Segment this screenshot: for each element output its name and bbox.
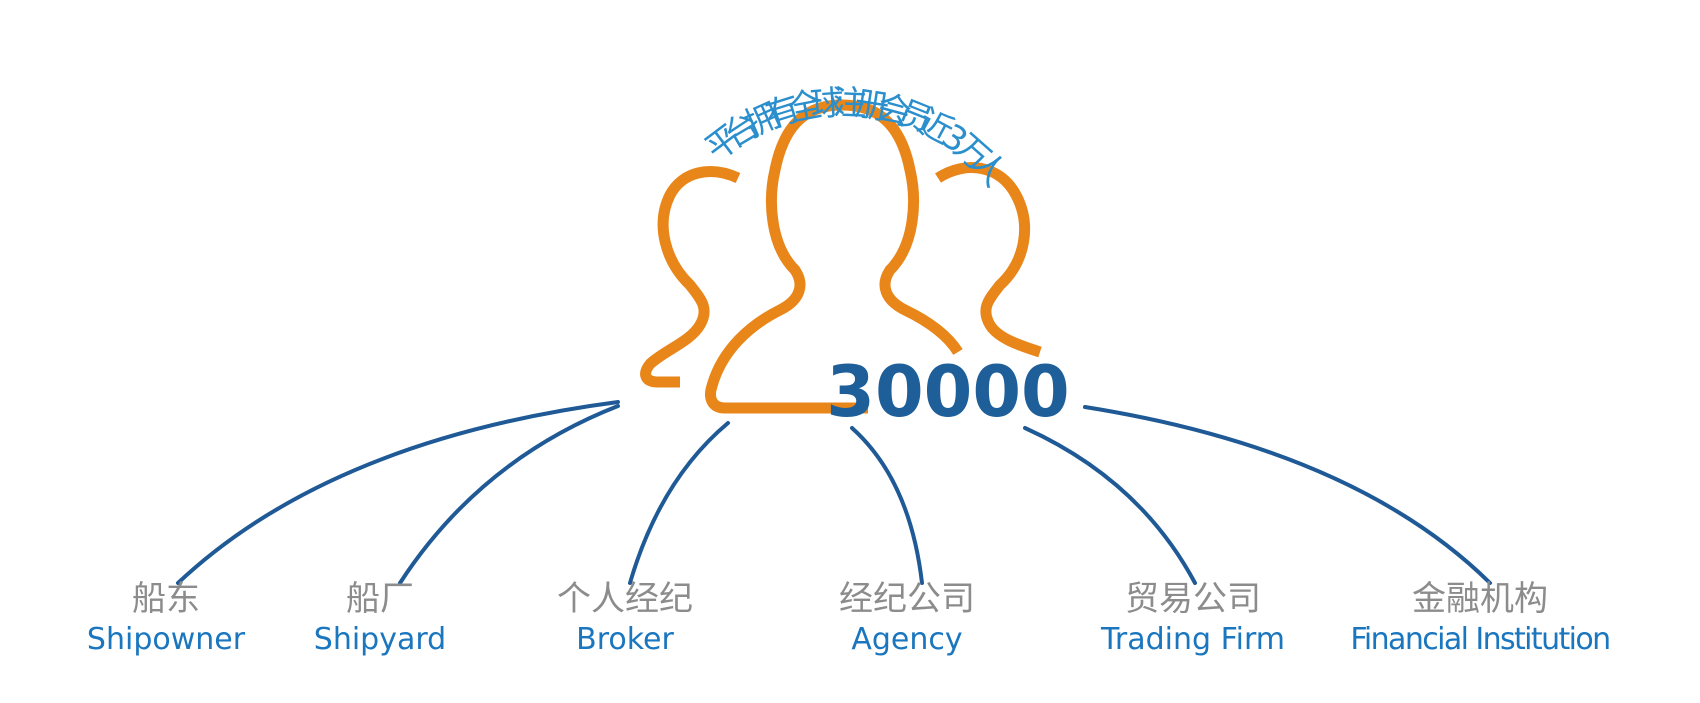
center-person-icon — [705, 99, 963, 414]
connector-broker — [628, 421, 730, 585]
connector-shipowner — [176, 400, 620, 585]
category-broker: 个人经纪 Broker — [475, 578, 775, 660]
connector-agency — [850, 426, 924, 585]
headline-char: 注 — [832, 83, 868, 124]
category-agency: 经纪公司 Agency — [757, 578, 1057, 660]
category-label-zh: 船东 — [132, 579, 200, 619]
category-label-zh: 经纪公司 — [839, 579, 975, 619]
category-shipowner: 船东 Shipowner — [16, 578, 316, 660]
headline-char: 球 — [809, 83, 846, 125]
category-label-en: Broker — [576, 622, 674, 657]
category-label-zh: 个人经纪 — [557, 579, 693, 619]
connector-financial-institution — [1083, 405, 1492, 585]
member-count: 30000 — [826, 351, 1070, 433]
category-label-zh: 船厂 — [346, 579, 414, 619]
connector-shipyard — [398, 404, 620, 585]
left-person-icon — [640, 166, 741, 388]
headline-char: 册 — [852, 83, 892, 128]
category-shipyard: 船厂 Shipyard — [230, 578, 530, 660]
category-financial-institution: 金融机构 Financial Institution — [1330, 578, 1630, 660]
category-label-en: Trading Firm — [1100, 622, 1286, 657]
user-group-icon — [640, 99, 1042, 414]
right-person-icon — [935, 162, 1042, 358]
connector-lines — [176, 400, 1492, 585]
category-label-en: Shipyard — [313, 622, 447, 657]
headline-char: 全 — [785, 84, 826, 130]
category-label-zh: 金融机构 — [1412, 579, 1548, 619]
connector-trading-firm — [1023, 426, 1197, 585]
category-label-zh: 贸易公司 — [1125, 579, 1261, 619]
category-label-en: Shipowner — [86, 622, 246, 657]
category-label-en: Agency — [851, 622, 963, 657]
category-label-en: Financial Institution — [1350, 622, 1611, 657]
category-trading-firm: 贸易公司 Trading Firm — [1043, 578, 1343, 660]
